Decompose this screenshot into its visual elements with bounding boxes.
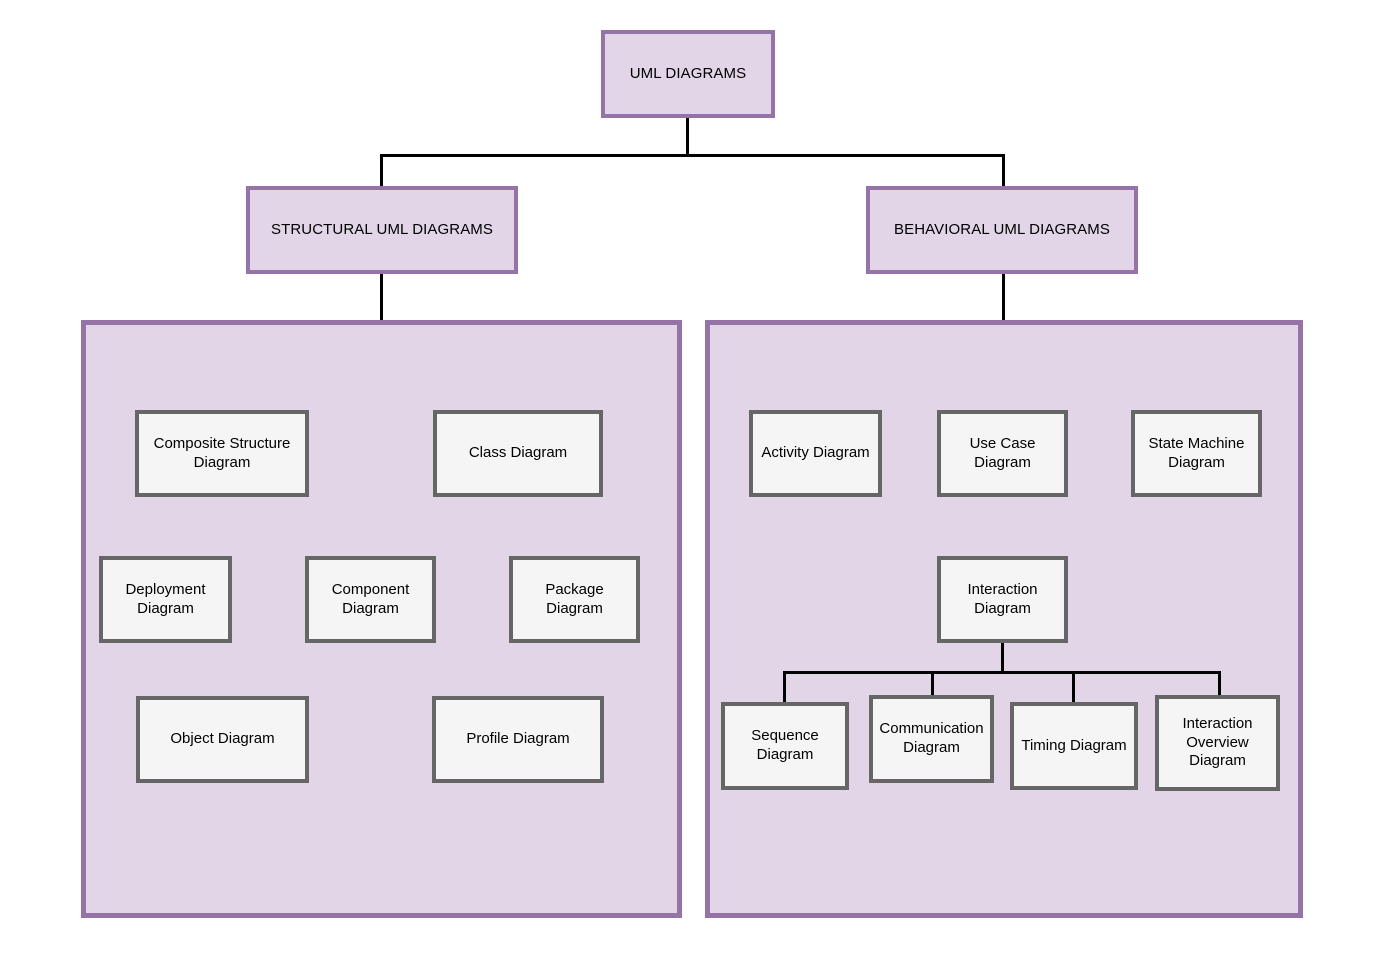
node-deployment-diagram[interactable]: Deployment Diagram: [99, 556, 232, 643]
node-deployment-diagram-label: Deployment Diagram: [125, 580, 206, 617]
node-interaction-overview-diagram[interactable]: Interaction Overview Diagram: [1155, 695, 1280, 791]
connector-interaction-to-sequence: [783, 671, 786, 703]
node-component-diagram[interactable]: Component Diagram: [305, 556, 436, 643]
node-sequence-diagram-label: Sequence Diagram: [751, 727, 819, 763]
connector-interaction-bar: [783, 671, 1221, 674]
node-profile-diagram[interactable]: Profile Diagram: [432, 696, 604, 783]
node-structural-uml-diagrams-label: STRUCTURAL UML DIAGRAMS: [270, 220, 494, 238]
connector-interaction-trunk: [1001, 643, 1004, 672]
node-timing-diagram-label: Timing Diagram: [1021, 736, 1127, 754]
node-timing-diagram[interactable]: Timing Diagram: [1010, 702, 1138, 790]
node-package-diagram-label: Package Diagram: [545, 580, 604, 617]
connector-interaction-to-communication: [931, 671, 934, 696]
node-class-diagram-label: Class Diagram: [468, 444, 568, 462]
connector-root-trunk: [686, 118, 689, 155]
node-uml-diagrams-label: UML DIAGRAMS: [629, 64, 747, 82]
node-interaction-diagram-label: Interaction Diagram: [967, 580, 1038, 617]
connector-structural-to-panel: [380, 274, 383, 322]
node-profile-diagram-label: Profile Diagram: [466, 730, 570, 748]
connector-root-to-behavioral: [1002, 154, 1005, 188]
connector-interaction-to-timing: [1072, 671, 1075, 703]
node-communication-diagram[interactable]: Communication Diagram: [869, 695, 994, 783]
connector-interaction-to-interaction-overview: [1218, 671, 1221, 697]
node-behavioral-uml-diagrams-label: BEHAVIORAL UML DIAGRAMS: [894, 220, 1110, 238]
node-object-diagram[interactable]: Object Diagram: [136, 696, 309, 783]
node-state-machine-diagram-label: State Machine Diagram: [1148, 434, 1245, 471]
node-class-diagram[interactable]: Class Diagram: [433, 410, 603, 497]
node-state-machine-diagram[interactable]: State Machine Diagram: [1131, 410, 1262, 497]
node-interaction-diagram[interactable]: Interaction Diagram: [937, 556, 1068, 643]
node-object-diagram-label: Object Diagram: [170, 730, 275, 748]
connector-behavioral-to-panel: [1002, 274, 1005, 322]
node-use-case-diagram[interactable]: Use Case Diagram: [937, 410, 1068, 497]
node-communication-diagram-label: Communication Diagram: [879, 720, 984, 756]
node-behavioral-uml-diagrams[interactable]: BEHAVIORAL UML DIAGRAMS: [866, 186, 1138, 274]
node-activity-diagram-label: Activity Diagram: [761, 444, 870, 462]
node-component-diagram-label: Component Diagram: [331, 580, 410, 617]
node-use-case-diagram-label: Use Case Diagram: [969, 434, 1036, 471]
node-composite-structure-diagram-label: Composite Structure Diagram: [153, 434, 291, 471]
connector-root-bar: [380, 154, 1005, 157]
node-composite-structure-diagram[interactable]: Composite Structure Diagram: [135, 410, 309, 497]
connector-root-to-structural: [380, 154, 383, 188]
node-uml-diagrams[interactable]: UML DIAGRAMS: [601, 30, 775, 118]
node-sequence-diagram[interactable]: Sequence Diagram: [721, 702, 849, 790]
node-interaction-overview-diagram-label: Interaction Overview Diagram: [1182, 714, 1253, 770]
node-activity-diagram[interactable]: Activity Diagram: [749, 410, 882, 497]
node-structural-uml-diagrams[interactable]: STRUCTURAL UML DIAGRAMS: [246, 186, 518, 274]
node-package-diagram[interactable]: Package Diagram: [509, 556, 640, 643]
